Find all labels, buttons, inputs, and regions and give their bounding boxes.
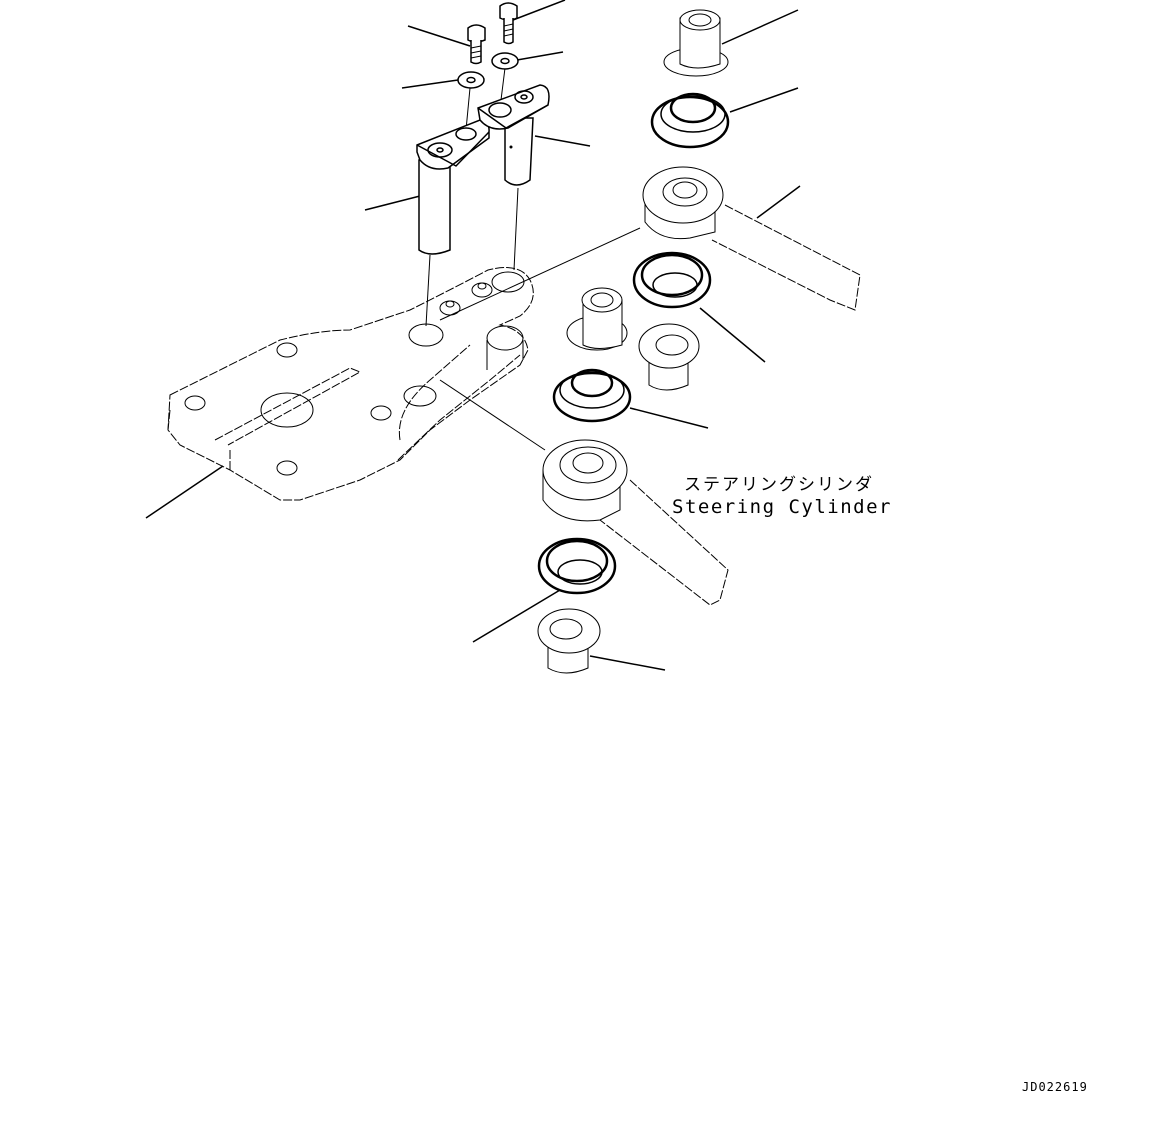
washer-2 <box>492 53 518 69</box>
leader-washer-2 <box>517 52 563 60</box>
seal-bottom <box>539 539 615 593</box>
leader-seal-mid-left <box>630 408 708 428</box>
drawing-code: JD022619 <box>1022 1080 1088 1094</box>
leader-seal-mid-right <box>700 308 765 362</box>
leader-pin-1 <box>365 196 420 210</box>
cylinder-eye-lower <box>543 440 728 605</box>
seal-mid-left <box>554 370 630 421</box>
leader-bushing-bottom <box>590 656 665 670</box>
leader-seal-bottom <box>473 590 560 642</box>
seal-mid-right <box>634 253 710 307</box>
leader-washer-1 <box>402 80 458 88</box>
bolt-2 <box>500 3 517 44</box>
leader-lines <box>146 0 800 670</box>
leader-bracket <box>146 466 223 518</box>
seal-top <box>652 94 728 147</box>
bushing-mid-left <box>567 288 627 350</box>
bushing-mid-right <box>639 324 699 390</box>
assembly-lines <box>426 68 640 450</box>
bracket <box>168 268 533 500</box>
cylinder-eye-upper <box>643 167 860 310</box>
washer-1 <box>458 72 484 88</box>
leader-bushing-top <box>722 10 798 44</box>
leader-bolt-2 <box>513 0 565 20</box>
leader-bolt-1 <box>408 26 470 46</box>
pin-2 <box>478 85 549 185</box>
bushing-top <box>664 10 728 76</box>
bolt-1 <box>468 25 485 64</box>
part-label-japanese: ステアリングシリンダ <box>684 475 874 495</box>
part-label-english: Steering Cylinder <box>672 496 892 518</box>
pin-1 <box>417 120 489 254</box>
leader-pin-2 <box>535 136 590 146</box>
leader-seal-top <box>730 88 798 112</box>
leader-cylinder-upper <box>757 186 800 218</box>
bushing-bottom <box>538 609 600 673</box>
